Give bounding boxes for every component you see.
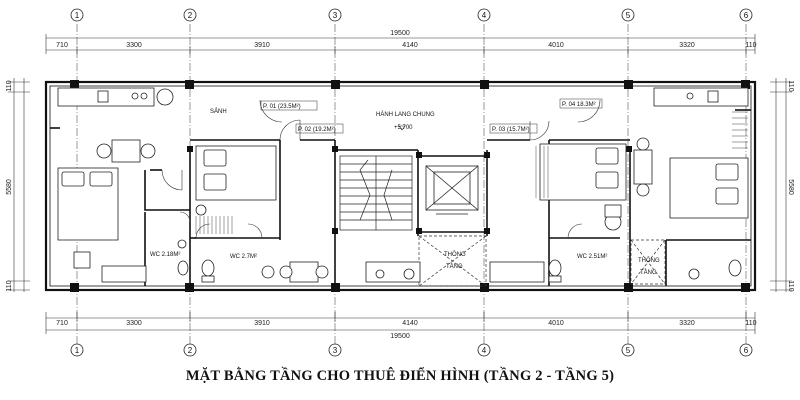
label-corridor: HÀNH LANG CHUNG (376, 111, 435, 118)
axis-label: 2 (188, 346, 193, 355)
furniture-tables (73, 137, 653, 283)
sanitary-fixtures (177, 204, 742, 283)
dimension-segment: 3910 (254, 320, 270, 327)
axis-bubbles-bottom (70, 343, 753, 357)
label-void-1-a: THÔNG (444, 251, 466, 258)
label-wc-1: WC 2.18M² (150, 252, 180, 258)
dimension-side-top-right: 110 (787, 80, 794, 91)
axis-label: 6 (744, 346, 749, 355)
axis-label: 5 (626, 11, 631, 20)
label-room-p01: P. 01 (23.5M²) (263, 104, 301, 110)
dimension-segment: 110 (745, 320, 756, 327)
dimension-texts-bottom: 710 3300 3910 4140 4010 3320 110 19500 (56, 320, 757, 340)
spiral-stair-icon (156, 88, 174, 106)
exterior-walls (44, 80, 757, 292)
label-wc-3: WC 2.51M² (577, 254, 607, 260)
label-room-p03: P. 03 (15.7M²) (492, 127, 530, 133)
axis-label: 1 (75, 11, 80, 20)
dimension-lines-side (8, 78, 792, 292)
label-void-1-b: TẦNG (446, 263, 463, 270)
dimension-segment: 3910 (254, 42, 270, 49)
axis-label: 4 (482, 346, 487, 355)
kitchen-counters (57, 87, 749, 283)
axis-label: 4 (482, 11, 487, 20)
axis-label: 3 (333, 346, 338, 355)
dimension-segment: 4010 (548, 42, 564, 49)
axis-label: 6 (744, 11, 749, 20)
dimension-segment: 3320 (679, 320, 695, 327)
level-marker-icon (398, 125, 406, 131)
grid-lines (76, 24, 747, 352)
axis-label: 2 (188, 11, 193, 20)
dimension-lines-top (45, 34, 756, 54)
dimension-texts-top: 19500 710 3300 3910 4140 4010 3320 110 (56, 30, 757, 49)
dimension-side-top-left: 110 (6, 80, 13, 91)
elevator-shaft (425, 165, 479, 215)
furniture-beds (57, 143, 749, 241)
axis-bubbles-top (70, 8, 753, 22)
bed-hatching (195, 111, 748, 234)
dimension-side-bottom-left: 110 (6, 280, 13, 291)
exterior-walls-inner (49, 85, 752, 287)
dimension-segment: 3320 (679, 42, 695, 49)
label-void-2-a: THÔNG (638, 257, 660, 264)
dimension-total: 19500 (390, 30, 410, 37)
door-swings (161, 99, 601, 239)
label-void-2-b: TẦNG (640, 269, 657, 276)
axis-label: 5 (626, 346, 631, 355)
dimension-segment: 710 (56, 320, 68, 327)
drawing-title: MẶT BẰNG TẦNG CHO THUÊ ĐIỂN HÌNH (TẦNG 2… (185, 368, 615, 384)
axis-label: 3 (333, 11, 338, 20)
label-room-p02: P. 02 (19.2M²) (298, 127, 336, 133)
dimension-lines-bottom (45, 312, 756, 334)
dimension-side-total-right: 5580 (787, 179, 794, 195)
dimension-segment: 4140 (402, 42, 418, 49)
axis-label: 1 (75, 346, 80, 355)
dimension-segment: 4140 (402, 320, 418, 327)
label-room-p04: P. 04 18.3M² (562, 102, 596, 108)
dimension-side-total-left: 5580 (6, 179, 13, 195)
dimension-segment: 110 (745, 42, 756, 49)
label-sanh: SẢNH (210, 108, 227, 115)
dimension-segment: 4010 (548, 320, 564, 327)
dimension-total: 19500 (390, 333, 410, 340)
axis-labels-bottom: 1 2 3 4 5 6 (75, 346, 749, 355)
room-label-boxes (260, 98, 603, 134)
staircase (339, 155, 413, 231)
dimension-segment: 710 (56, 42, 68, 49)
void-shafts (418, 235, 666, 287)
axis-labels-top: 1 2 3 4 5 6 (75, 11, 749, 20)
label-wc-2: WC 2.7M² (230, 254, 257, 260)
dimension-side-bottom-right: 110 (787, 280, 794, 291)
dimension-segment: 3300 (126, 42, 142, 49)
interior-walls (50, 109, 751, 286)
dimension-segment: 3300 (126, 320, 142, 327)
